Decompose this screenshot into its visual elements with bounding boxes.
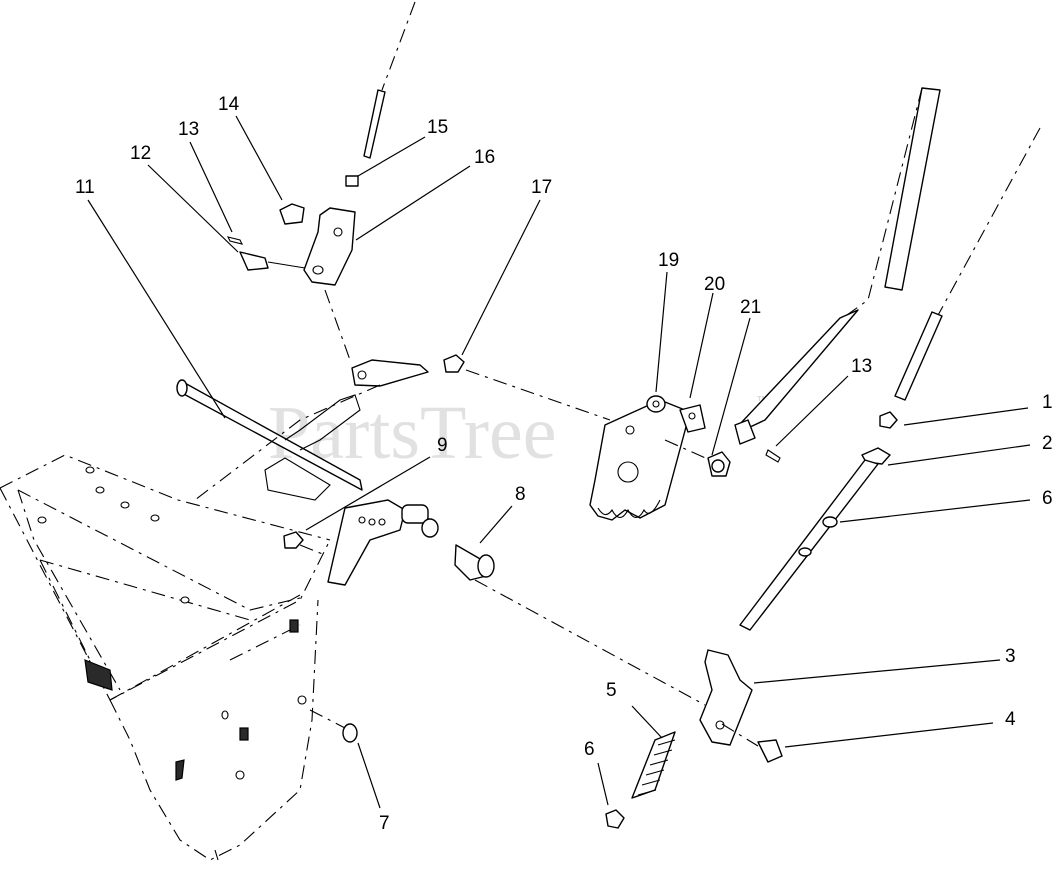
bushing-7 (309, 709, 358, 743)
callout-11: 11 (75, 177, 95, 198)
bushing-8 (454, 544, 495, 581)
callout-16: 16 (474, 147, 495, 168)
callout-13-left: 13 (178, 119, 199, 140)
callout-9: 9 (437, 435, 448, 456)
callout-4: 4 (1005, 709, 1016, 730)
callout-5: 5 (606, 680, 617, 701)
callout-12: 12 (130, 143, 151, 164)
cross-shaft (176, 379, 363, 501)
leader-lines (87, 115, 1031, 809)
callout-19: 19 (658, 250, 679, 271)
shift-rod-assembly (699, 127, 1041, 763)
callout-1: 1 (1042, 392, 1053, 413)
callout-17: 17 (531, 177, 552, 198)
control-plate (589, 395, 731, 521)
clevis-linkage (194, 1, 429, 501)
nut-9 (283, 531, 326, 556)
callout-14: 14 (218, 94, 240, 115)
frame-housing (0, 454, 331, 861)
callout-20: 20 (704, 274, 725, 295)
callout-21: 21 (740, 297, 761, 318)
nut-6-lower (605, 809, 625, 829)
callout-13-right: 13 (851, 356, 872, 377)
callout-8: 8 (515, 484, 526, 505)
callout-6-upper: 6 (1042, 488, 1053, 509)
callout-2: 2 (1042, 433, 1053, 454)
callout-7: 7 (379, 813, 390, 834)
nut-17 (443, 354, 611, 421)
control-rod-upper (734, 87, 941, 463)
pivot-bracket (327, 499, 439, 586)
callout-15: 15 (427, 117, 448, 138)
callout-6-lower: 6 (584, 739, 595, 760)
spring-5 (474, 579, 706, 799)
callout-3: 3 (1005, 646, 1016, 667)
